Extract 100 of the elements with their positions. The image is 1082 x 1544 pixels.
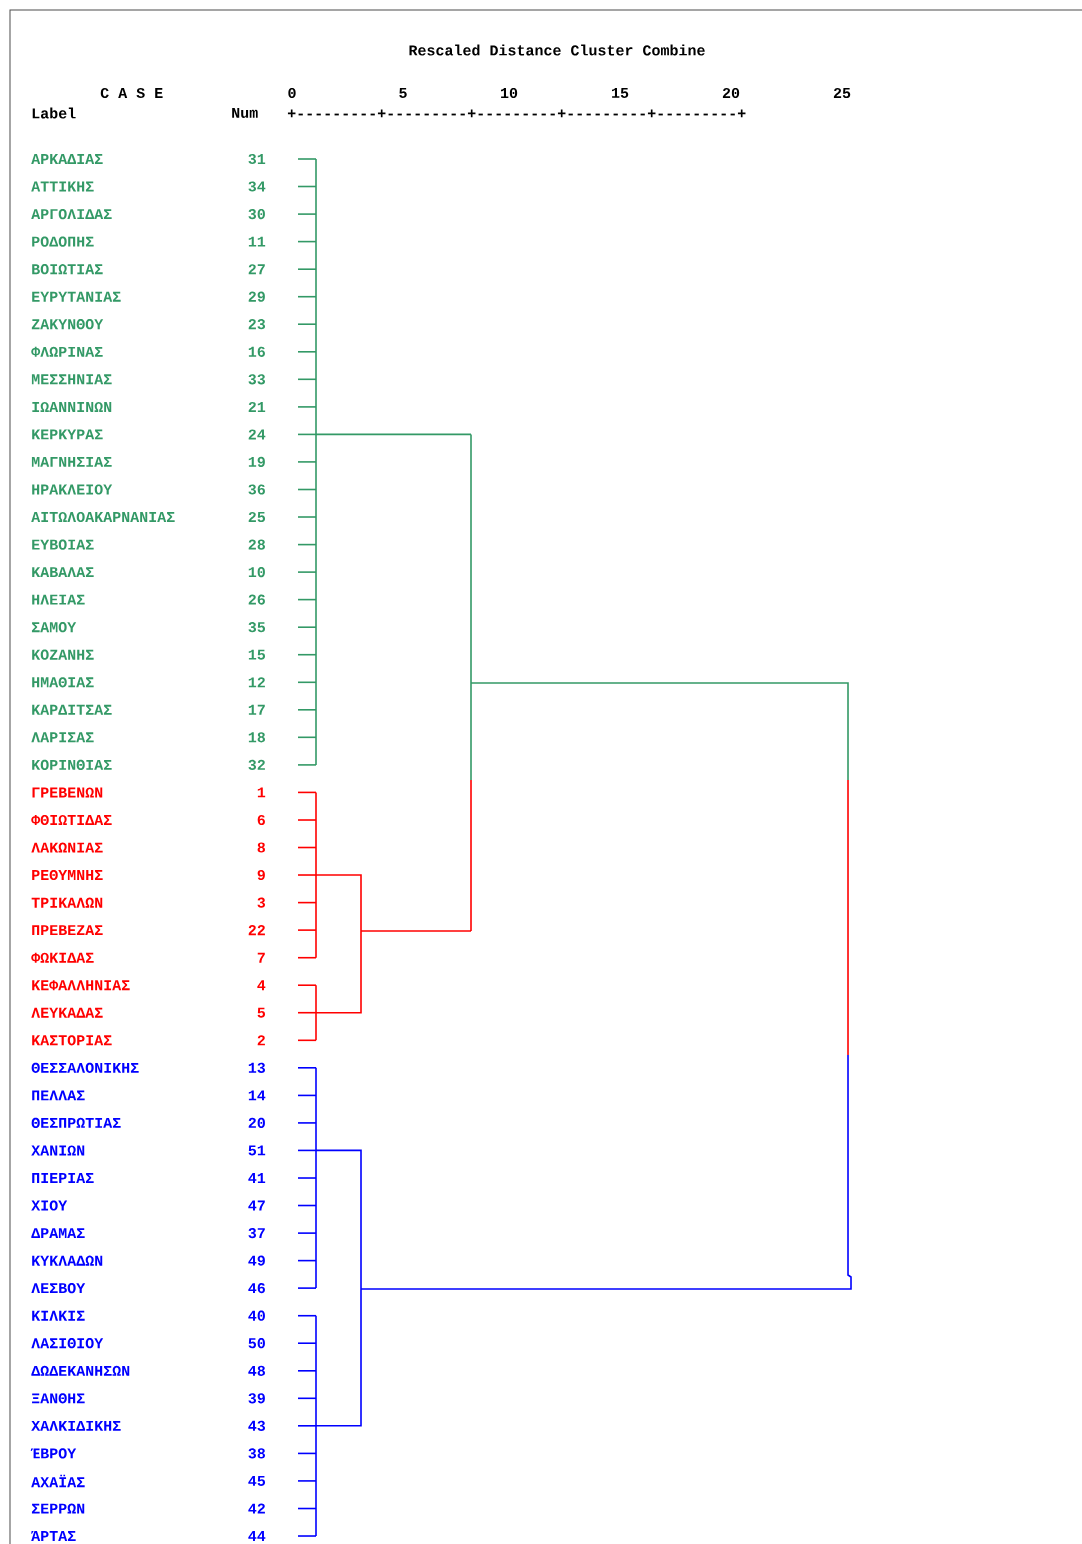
case-label: ΠΕΛΛΑΣ (32, 1090, 85, 1101)
case-label: ΦΘΙΩΤΙΔΑΣ (31, 814, 112, 826)
case-number: 31 (248, 153, 266, 165)
case-label: ΛΑΣΙΘΙΟΥ (31, 1338, 104, 1349)
case-label: ΡΕΘΥΜΝΗΣ (32, 869, 103, 881)
case-label: ΜΕΣΣΗΝΙΑΣ (31, 374, 112, 385)
axis-tick-label: 5 (399, 88, 407, 98)
case-number: 17 (248, 704, 265, 715)
case-number: 39 (248, 1393, 265, 1404)
case-label: ΘΕΣΣΑΛΟΝΙΚΗΣ (31, 1062, 139, 1073)
case-number: 1 (257, 787, 266, 798)
case-label: ΚΑΡΔΙΤΣΑΣ (32, 704, 112, 715)
case-label: ΚΑΒΑΛΑΣ (32, 567, 94, 578)
case-number: 44 (248, 1531, 266, 1541)
axis-tick-label: 20 (722, 87, 740, 99)
case-label: ΦΩΚΙΔΑΣ (31, 952, 94, 963)
case-label: ΣΑΜΟΥ (31, 622, 77, 633)
case-number: 12 (248, 677, 265, 688)
case-number: 14 (248, 1090, 266, 1101)
case-label: ΙΩΑΝΝΙΝΩΝ (32, 401, 112, 412)
case-label: ΔΡΑΜΑΣ (31, 1228, 85, 1239)
distance-axis: +---------+---------+---------+---------+---------+ (287, 109, 746, 118)
case-label: ΔΩΔΕΚΑΝΗΣΩΝ (31, 1365, 130, 1376)
case-label: ΧΑΝΙΩΝ (31, 1145, 85, 1156)
case-label: ΚΕΡΚΥΡΑΣ (32, 429, 103, 440)
case-label: ΖΑΚΥΝΘΟΥ (31, 319, 104, 330)
case-number: 26 (248, 594, 265, 605)
case-label: ΈΒΡΟΥ (30, 1448, 77, 1459)
case-number: 6 (257, 814, 265, 826)
case-label: ΞΑΝΘΗΣ (32, 1393, 85, 1404)
column-header: Num (232, 108, 258, 118)
case-label: ΑΙΤΩΛΟΑΚΑΡΝΑΝΙΑΣ (31, 511, 175, 523)
case-label: ΚΥΚΛΑΔΩΝ (32, 1255, 103, 1266)
case-number: 29 (248, 291, 265, 302)
case-label: ΧΙΟΥ (31, 1200, 68, 1211)
case-label: ΜΑΓΝΗΣΙΑΣ (31, 456, 112, 467)
case-number: 7 (257, 952, 265, 963)
case-label: ΛΕΥΚΑΔΑΣ (31, 1007, 103, 1018)
case-number: 11 (248, 236, 266, 247)
case-label: ΚΟΡΙΝΘΙΑΣ (32, 759, 112, 770)
case-label: ΑΤΤΙΚΗΣ (31, 181, 94, 192)
case-number: 30 (248, 209, 265, 220)
case-label: ΚΕΦΑΛΛΗΝΙΑΣ (32, 980, 130, 991)
case-label: ΗΡΑΚΛΕΙΟΥ (32, 484, 113, 495)
case-number: 22 (248, 925, 265, 936)
case-number: 13 (248, 1062, 266, 1073)
case-label: ΦΛΩΡΙΝΑΣ (31, 346, 103, 357)
case-number: 25 (248, 511, 265, 523)
case-label: ΤΡΙΚΑΛΩΝ (31, 897, 103, 908)
case-number: 23 (248, 319, 266, 330)
case-label: ΛΑΚΩΝΙΑΣ (31, 842, 103, 853)
case-number: 42 (248, 1503, 265, 1514)
case-number: 40 (248, 1310, 265, 1321)
axis-tick-label: 10 (501, 87, 518, 99)
case-number: 5 (257, 1007, 265, 1018)
case-label: ΕΥΡΥΤΑΝΙΑΣ (32, 291, 121, 302)
case-label: ΆΡΤΑΣ (31, 1531, 76, 1541)
case-number: 16 (248, 346, 265, 357)
case-label: ΕΥΒΟΙΑΣ (32, 539, 94, 550)
case-number: 45 (248, 1475, 265, 1486)
case-number: 18 (248, 732, 265, 743)
case-label: ΚΑΣΤΟΡΙΑΣ (32, 1035, 112, 1046)
case-number: 37 (248, 1228, 265, 1239)
case-number: 2 (257, 1035, 265, 1046)
case-number: 36 (248, 484, 265, 495)
case-label: ΧΑΛΚΙΔΙΚΗΣ (31, 1420, 121, 1431)
case-number: 34 (248, 181, 266, 192)
case-number: 3 (257, 897, 266, 908)
case-number: 41 (248, 1173, 266, 1183)
case-number: 20 (248, 1117, 265, 1128)
case-number: 21 (248, 401, 266, 412)
case-label: ΑΡΓΟΛΙΔΑΣ (31, 209, 112, 220)
case-label: ΒΟΙΩΤΙΑΣ (32, 264, 103, 275)
case-number: 4 (257, 980, 266, 991)
axis-tick-label: 0 (288, 87, 296, 99)
case-number: 28 (248, 539, 265, 550)
case-label: ΗΛΕΙΑΣ (32, 594, 85, 605)
case-number: 15 (248, 649, 265, 660)
case-label: ΛΕΣΒΟΥ (31, 1283, 86, 1294)
case-label: ΠΡΕΒΕΖΑΣ (32, 925, 103, 936)
case-label: ΡΟΔΟΠΗΣ (32, 236, 94, 247)
case-number: 51 (248, 1145, 266, 1156)
case-label: ΚΙΛΚΙΣ (32, 1310, 85, 1321)
case-number: 43 (248, 1420, 266, 1431)
case-label: ΠΙΕΡΙΑΣ (32, 1173, 94, 1183)
case-number: 8 (257, 842, 265, 853)
axis-tick-label: 25 (833, 87, 851, 99)
case-label: ΑΡΚΑΔΙΑΣ (31, 154, 103, 164)
case-label: ΛΑΡΙΣΑΣ (31, 732, 94, 743)
chart-title: Rescaled Distance Cluster Combine (409, 44, 705, 56)
case-number: 35 (248, 622, 265, 633)
axis-tick-label: 15 (612, 88, 629, 98)
case-label: ΗΜΑΘΙΑΣ (32, 677, 94, 688)
case-number: 32 (248, 759, 265, 770)
case-number: 48 (248, 1365, 265, 1376)
case-number: 19 (248, 456, 265, 467)
column-header: C A S E (100, 87, 163, 99)
case-number: 24 (248, 429, 266, 440)
case-label: ΑΧΑΪΑΣ (31, 1474, 85, 1488)
case-label: ΓΡΕΒΕΝΩΝ (32, 787, 103, 798)
